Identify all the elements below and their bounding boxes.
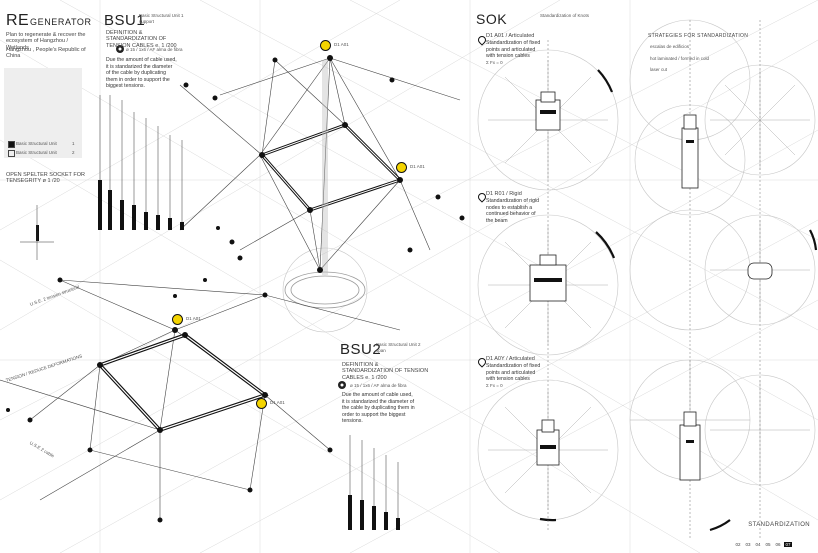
- bsu2-role: span: [376, 348, 386, 353]
- knot-3-title: D1 A0Y / Articulated: [486, 356, 535, 362]
- bsu1-base-ring: [284, 60, 366, 309]
- knot-arcs: [539, 69, 818, 532]
- strategies-line-3: laser cut: [650, 67, 668, 72]
- bsu1-spec: ø 15 / 1x6 / AF alma de fibra: [126, 47, 183, 52]
- page-link-07[interactable]: 07: [784, 542, 792, 547]
- knot-details: [534, 110, 694, 449]
- bsu2-definition: DEFINITION & STANDARDIZATION OF TENSION …: [342, 362, 429, 381]
- structure-nodes: [6, 55, 465, 523]
- strategies-title: STRATEGIES FOR STANDARDIZATION: [648, 33, 749, 39]
- title-generator: GENERATOR: [30, 17, 92, 27]
- bsu1-beam-frame: [259, 123, 403, 212]
- strategies-line-1: escalas de edificios: [650, 44, 690, 49]
- knot-marker-left-icon: [172, 314, 183, 325]
- tag-a01-left: D1 A01: [186, 316, 201, 321]
- knot-1-eq: Σ Fx = 0: [486, 60, 503, 65]
- gear-icons: [116, 45, 346, 389]
- bsu1-tension-bars: [99, 95, 183, 230]
- bsu1-role: support: [139, 19, 155, 24]
- bsu1-cables: [179, 57, 461, 271]
- bsu1-body: Due the amount of cable used, it is stan…: [106, 57, 177, 89]
- knot-marker-mid-icon: [396, 162, 407, 173]
- legend-num-2: 2: [72, 150, 75, 155]
- tag-a01-top: D1 A01: [334, 42, 349, 47]
- page-nav: 02 03 04 05 06 07: [734, 542, 792, 547]
- knot-3-eq: Σ Fx = 0: [486, 383, 503, 388]
- bsu2-spec: ø 15 / 1x6 / AF alma de fibra: [350, 383, 407, 388]
- page-link-06[interactable]: 06: [775, 542, 781, 547]
- knot-1-body: Standardization of fixed points and arti…: [486, 40, 541, 59]
- title-re: RE: [6, 12, 30, 29]
- bsu1-code: BSU1: [104, 12, 146, 29]
- page-link-03[interactable]: 03: [745, 542, 751, 547]
- bsu2-code: BSU2: [340, 341, 382, 358]
- legend-label-1: Basic Structural Unit: [16, 141, 57, 146]
- knot-marker-low-icon: [256, 398, 267, 409]
- knot-marker-top-icon: [320, 40, 331, 51]
- knot-2-body: Standardization of rigid nodes to establ…: [486, 198, 540, 224]
- tag-a01-mid: D1 A01: [410, 164, 425, 169]
- knot-2-title: D1 R01 / Rigid: [486, 191, 522, 197]
- location: Hangzhou , People's Republic of China: [6, 47, 86, 60]
- sok-code: SOK: [476, 11, 508, 27]
- page-link-05[interactable]: 05: [765, 542, 771, 547]
- knot-3-body: Standardization of fixed points and arti…: [486, 363, 541, 382]
- footer-label: STANDARDIZATION: [748, 522, 810, 528]
- legend-label-2: Basic Structural Unit: [16, 150, 57, 155]
- bsu2-body: Due the amount of cable used, it is stan…: [342, 392, 415, 424]
- bsu1-definition: DEFINITION & STANDARDIZATION OF TENSION …: [106, 30, 177, 49]
- bsu1-tension-fill: [98, 180, 184, 230]
- bsu2-name: Basic Structural Unit 2: [376, 342, 421, 347]
- legend-swatch-1: [8, 141, 15, 148]
- page-link-02[interactable]: 02: [735, 542, 741, 547]
- bsu1-name: Basic Structural Unit 1: [139, 13, 184, 18]
- tag-a01-low: D1 A01: [270, 400, 285, 405]
- dashed-guides: [547, 20, 761, 540]
- bsu2-cables: [0, 279, 401, 520]
- strategies-line-2: hot laminated / formed in cold: [650, 56, 710, 61]
- knot-1-title: D1 A01 / Articulated: [486, 33, 535, 39]
- socket-note: OPEN SPELTER SOCKET FOR TENSEGRITY ø 1 /…: [6, 172, 85, 185]
- subtitle: Plan to regenerate & recover the ecosyst…: [6, 32, 86, 51]
- sok-label: Standardization of Knots: [540, 13, 590, 18]
- legend-num-1: 1: [72, 141, 75, 146]
- page-link-04[interactable]: 04: [755, 542, 761, 547]
- socket-detail: [20, 205, 54, 260]
- bsu2-tension-fill: [348, 495, 400, 530]
- site-panel: [4, 68, 82, 158]
- bsu2-beam-frame: [96, 333, 269, 433]
- legend-swatch-2: [8, 150, 15, 157]
